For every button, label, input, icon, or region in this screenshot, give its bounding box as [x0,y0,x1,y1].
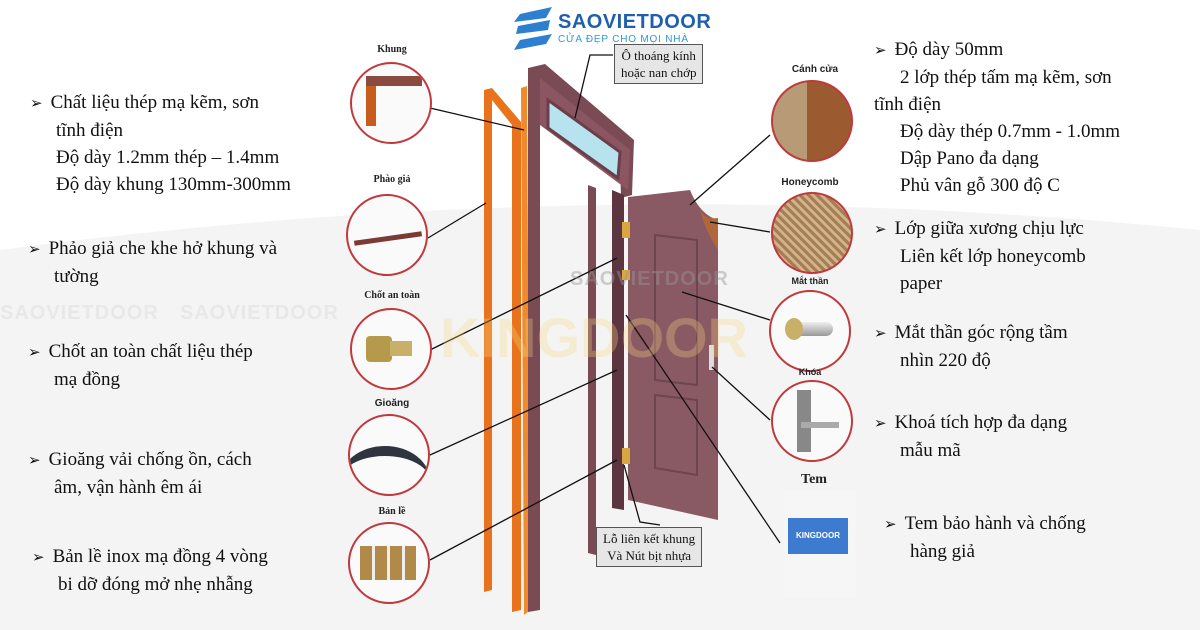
warranty-sticker-image: KINGDOOR [782,490,856,598]
brand-name: SAOVIETDOOR [558,11,712,33]
gasket-image [348,414,430,496]
bullet-arrow-icon: ➢ [874,41,887,59]
label-tem: Tem [801,472,827,487]
label-khung: Khung [377,44,407,55]
watermark: SAOVIETDOOR [180,302,339,324]
bullet-arrow-icon: ➢ [28,240,41,258]
watermark: KINGDOOR [440,306,748,369]
lock-image [771,380,853,462]
label-ban-le: Bản lề [378,506,406,517]
bullet-arrow-icon: ➢ [874,414,887,432]
brand-slogan: CỬA ĐẸP CHO MỌI NHÀ [558,34,689,45]
bullet-arrow-icon: ➢ [874,324,887,342]
bullet-arrow-icon: ➢ [884,515,897,533]
peephole-description: ➢Mắt thần góc rộng tầm nhìn 220 độ [874,322,1068,371]
label-khoa: Khóa [798,367,822,377]
door-leaf-image [771,80,853,162]
watermark: SAOVIETDOOR [0,302,159,324]
hinge-image [348,522,430,604]
door-frame [528,64,634,612]
leader-lines [427,54,781,561]
watermark: SAOVIETDOOR [570,268,729,290]
bolt-description: ➢Chốt an toàn chất liệu thép mạ đồng [28,341,253,390]
frame-description: ➢Chất liệu thép mạ kẽm, sơn tĩnh điện Độ… [30,92,291,195]
hinge-description: ➢Bản lề inox mạ đồng 4 vòng bi dỡ đóng m… [32,546,268,595]
logo-mark-icon [514,7,552,50]
bolt-image [350,308,432,390]
lock-description: ➢Khoá tích hợp đa dạng mẫu mã [874,412,1068,461]
label-phao-gia: Phào giả [373,174,411,185]
bullet-arrow-icon: ➢ [874,220,887,238]
trim-image [346,194,428,276]
warranty-description: ➢Tem bảo hành và chống hàng giả [884,513,1086,562]
door-leaf-description: ➢Độ dày 50mm 2 lớp thép tấm mạ kẽm, sơn … [874,39,1121,196]
label-canh-cua: Cánh cửa [791,64,839,75]
bullet-arrow-icon: ➢ [28,451,41,469]
door-trim [484,86,530,615]
bullet-arrow-icon: ➢ [32,548,45,566]
honeycomb-description: ➢Lớp giữa xương chịu lực Liên kết lớp ho… [874,218,1086,294]
honeycomb-image [771,192,853,274]
bullet-arrow-icon: ➢ [28,343,41,361]
logo: SAOVIETDOOR CỬA ĐẸP CHO MỌI NHÀ [512,4,711,52]
door-leaf [622,190,718,520]
trim-description: ➢Phảo giả che khe hở khung và tường [28,238,278,287]
bullet-arrow-icon: ➢ [30,94,43,112]
label-chot: Chốt an toàn [364,290,420,301]
label-gioang: Gioăng [374,398,410,409]
gasket-description: ➢Gioăng vải chống ồn, cách âm, vận hành … [28,449,252,498]
peephole-image [769,290,851,372]
label-mat-than: Mắt thần [791,276,829,286]
frame-image [350,62,432,144]
label-honeycomb: Honeycomb [781,177,839,188]
